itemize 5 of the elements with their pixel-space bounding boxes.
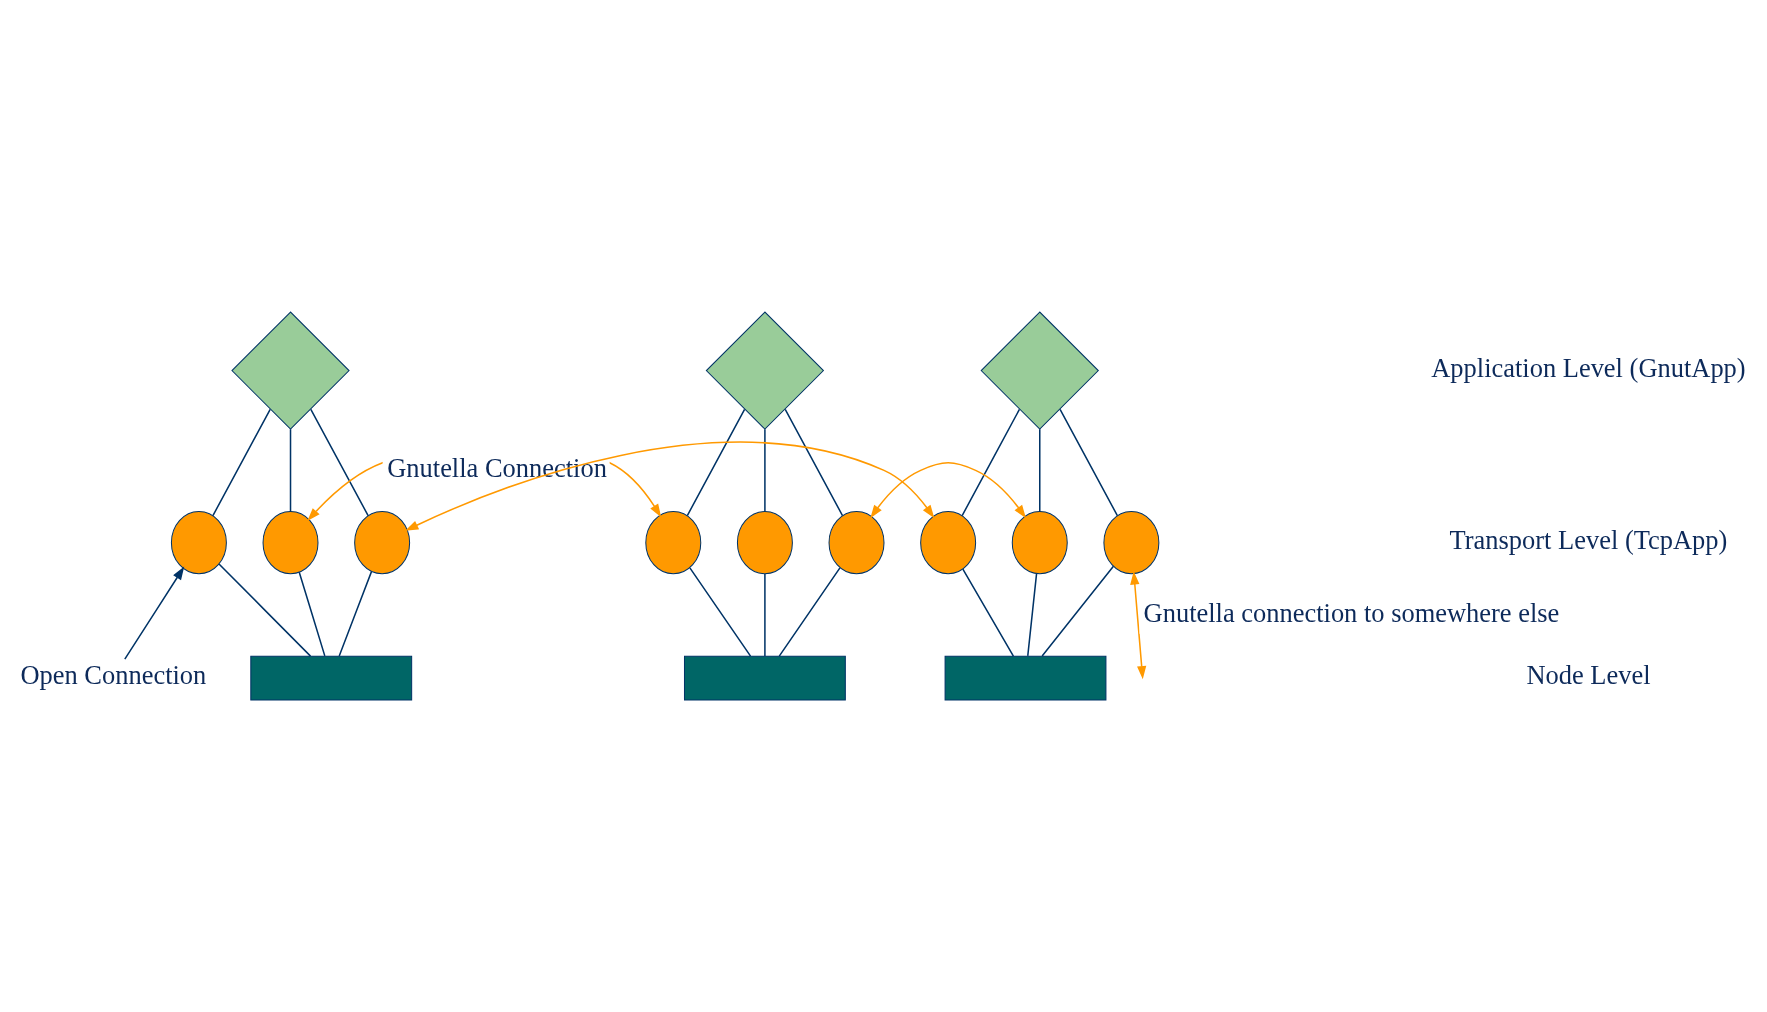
label: Transport Level (TcpApp) [1449, 525, 1728, 556]
node-text: Open Connection [20, 660, 207, 691]
label: Node Level [1526, 660, 1651, 691]
label: Application Level (GnutApp) [1431, 353, 1746, 384]
edge-label: Gnutella connection to somewhere else [1143, 597, 1560, 628]
